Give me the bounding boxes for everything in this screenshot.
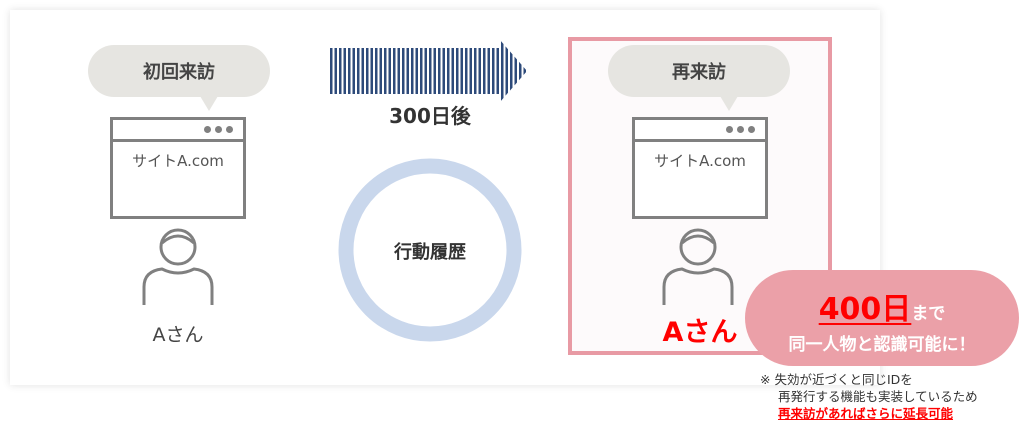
person-icon	[662, 228, 734, 305]
days-label: 400日	[818, 292, 912, 327]
note-mark: ※	[760, 372, 771, 387]
until-label: まで	[911, 304, 946, 324]
user-label: Aさん	[152, 324, 204, 346]
elapsed-label: 300日後	[389, 104, 471, 128]
first-visit-bubble: 初回来訪	[88, 45, 270, 111]
footnote: ※ 失効が近づくと同じIDを 再発行する機能も実装しているため 再来訪があればさ…	[760, 371, 978, 422]
revisit-bubble: 再来訪	[608, 45, 790, 111]
callout-line2: 同一人物と認識可能に！	[788, 335, 976, 355]
striped-arrow-icon	[330, 40, 527, 102]
first-visit-label: 初回来訪	[143, 62, 215, 83]
history-ring	[338, 158, 522, 342]
revisit-label: 再来訪	[672, 62, 726, 83]
browser-window: サイトA.com	[110, 117, 246, 219]
note-line2: 再発行する機能も実装しているため	[778, 389, 978, 404]
callout-pill: 400日まで 同一人物と認識可能に！	[745, 270, 1019, 366]
history-label: 行動履歴	[394, 242, 466, 263]
person-icon	[142, 228, 214, 305]
revisit-user-label: Aさん	[662, 317, 738, 348]
more-dots-icon	[204, 126, 233, 133]
note-line3: 再来訪があればさらに延長可能	[778, 406, 954, 421]
more-dots-icon	[726, 126, 755, 133]
site-name: サイトA.com	[132, 152, 224, 170]
browser-window: サイトA.com	[632, 117, 768, 219]
note-line1: 失効が近づくと同じIDを	[774, 372, 913, 387]
site-name: サイトA.com	[654, 152, 746, 170]
